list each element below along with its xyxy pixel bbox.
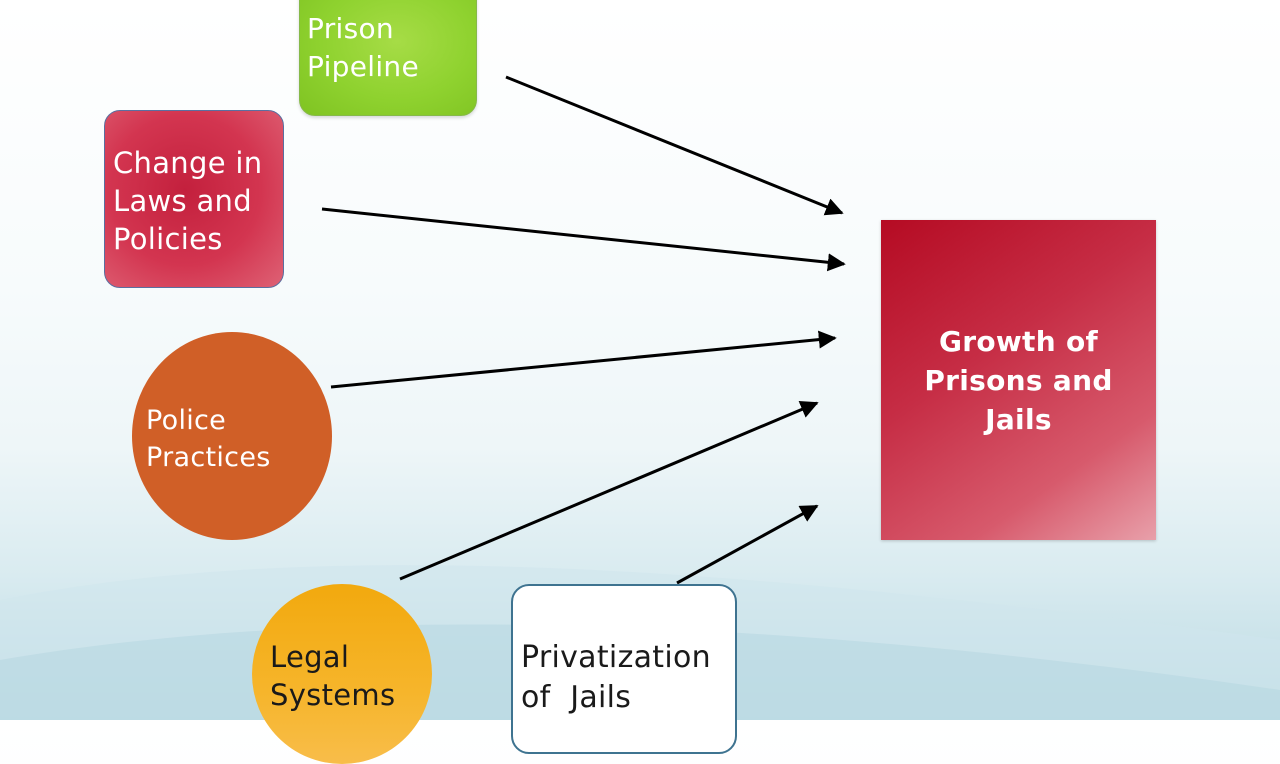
node-label-line: Prisons and bbox=[924, 363, 1113, 397]
node-label-line: Practices bbox=[146, 442, 271, 473]
node-label-line: Laws and bbox=[113, 184, 252, 218]
node-prison-pipeline: Prison Pipeline bbox=[299, 0, 477, 116]
node-growth-of-prisons: Growth of Prisons and Jails bbox=[881, 220, 1156, 540]
node-label-line: Privatization bbox=[521, 640, 711, 675]
node-label-line: Pipeline bbox=[307, 50, 419, 83]
node-label-line: Change in bbox=[113, 146, 263, 180]
arrow-legal-systems bbox=[399, 401, 819, 581]
connector-arrows bbox=[321, 75, 846, 585]
arrow-privatization bbox=[676, 504, 819, 585]
node-label-line: Policies bbox=[113, 222, 223, 256]
node-label-line: Police bbox=[146, 405, 227, 436]
node-change-laws: Change in Laws and Policies bbox=[104, 110, 284, 288]
node-legal-systems: Legal Systems bbox=[252, 584, 432, 764]
node-label-line: Growth of bbox=[938, 324, 1099, 358]
node-privatization: Privatization of Jails bbox=[511, 584, 737, 754]
node-label-line: Prison bbox=[307, 12, 394, 45]
target-label: Growth of Prisons and Jails bbox=[924, 322, 1112, 439]
arrow-police-practices bbox=[330, 330, 837, 389]
node-label-line: Legal bbox=[270, 640, 350, 674]
node-police-practices: Police Practices bbox=[132, 332, 332, 540]
node-label-line: Systems bbox=[270, 678, 396, 712]
node-label-line: Jails bbox=[985, 402, 1052, 436]
node-label-line: of Jails bbox=[521, 680, 632, 715]
arrow-change-laws bbox=[321, 207, 846, 272]
arrow-prison-pipeline bbox=[505, 75, 844, 216]
